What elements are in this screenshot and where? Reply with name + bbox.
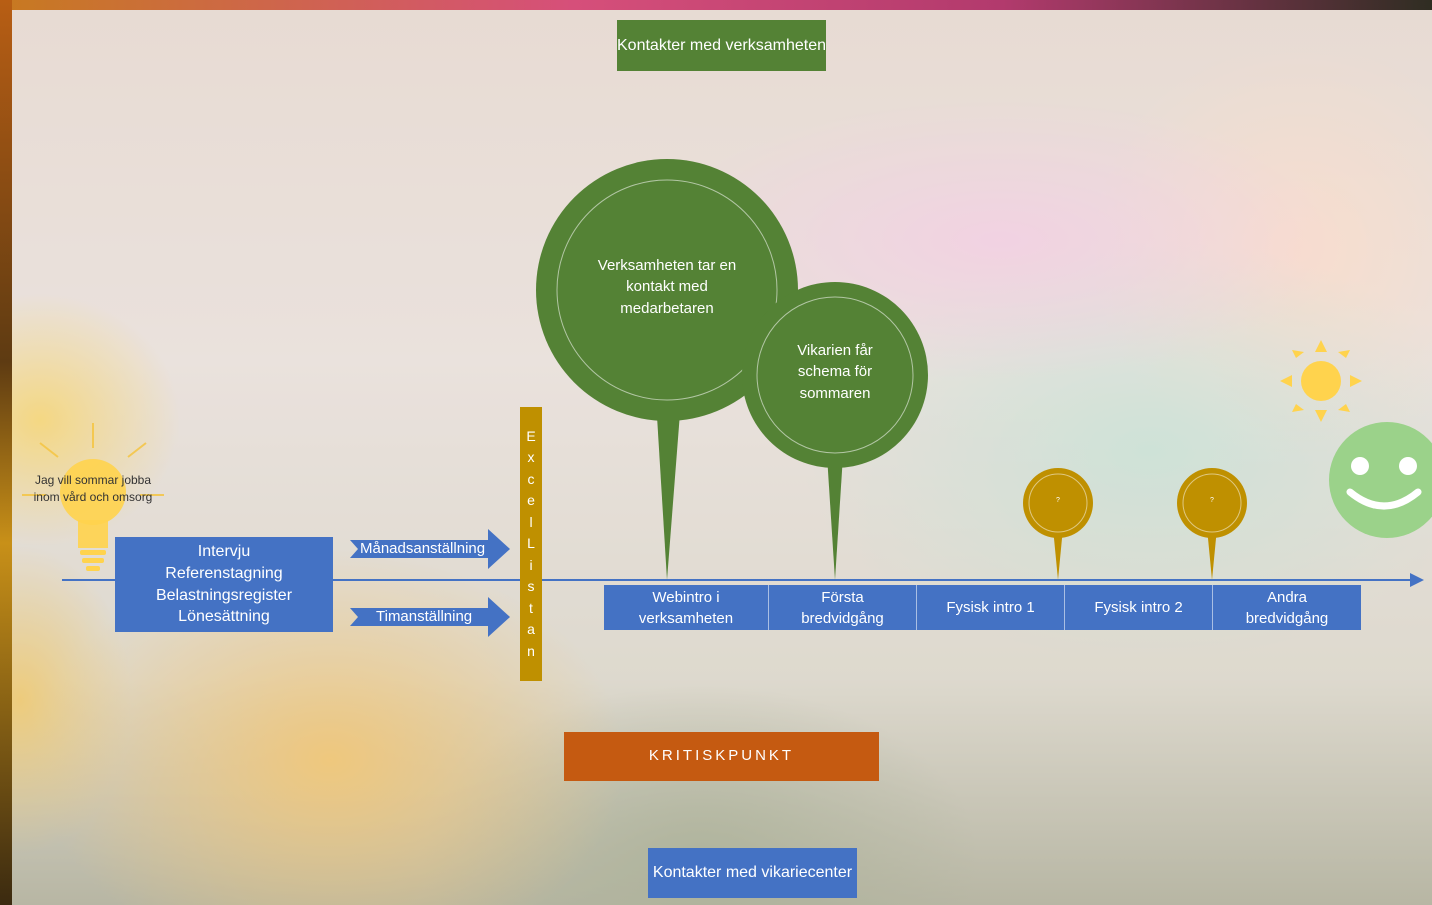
timeline-step-label: Första bredvidgång bbox=[801, 588, 884, 627]
timeline-step-second-shadowing: Andra bredvidgång bbox=[1213, 585, 1361, 630]
pin-1-text: ? bbox=[1056, 497, 1060, 504]
contacts-substitute-center-box: Kontakter med vikariecenter bbox=[648, 848, 857, 898]
interview-line-1: Intervju bbox=[197, 543, 251, 561]
critical-point-label: KRITISKPUNKT bbox=[648, 747, 795, 765]
background-edge-left bbox=[0, 0, 12, 905]
excel-letter: i bbox=[529, 556, 533, 573]
monthly-arrow-label: Månadsanställning bbox=[360, 540, 486, 557]
timeline-step-physical-intro-2: Fysisk intro 2 bbox=[1065, 585, 1213, 630]
excel-letter: l bbox=[529, 513, 533, 530]
excel-letter: t bbox=[529, 599, 533, 616]
pin-marker-2 bbox=[1177, 468, 1247, 580]
interview-line-2: Referenstagning bbox=[165, 564, 283, 582]
interview-box: Intervju Referenstagning Belastningsregi… bbox=[115, 537, 333, 632]
timeline-step-first-shadowing: Första bredvidgång bbox=[769, 585, 917, 630]
critical-point-box: KRITISKPUNKT bbox=[564, 732, 879, 781]
background-edge-top bbox=[0, 0, 1432, 10]
sun-icon bbox=[1280, 340, 1362, 422]
timeline-step-physical-intro-1: Fysisk intro 1 bbox=[917, 585, 1065, 630]
hourly-arrow-label: Timanställning bbox=[376, 608, 473, 625]
timeline-step-webintro: Webintro i verksamheten bbox=[604, 585, 769, 630]
excel-list-bar: E x c e l L i s t a n bbox=[520, 407, 542, 681]
contacts-business-label: Kontakter med verksamheten bbox=[617, 36, 826, 54]
excel-letter: a bbox=[527, 621, 535, 638]
large-speech-bubble bbox=[536, 159, 798, 580]
contacts-substitute-center-label: Kontakter med vikariecenter bbox=[652, 864, 853, 882]
timeline-step-label: Webintro i verksamheten bbox=[638, 588, 734, 627]
excel-letter: L bbox=[527, 535, 535, 552]
medium-speech-bubble bbox=[742, 282, 928, 580]
excel-letter: x bbox=[527, 449, 535, 466]
interview-line-3: Belastningsregister bbox=[155, 586, 293, 604]
hourly-arrow bbox=[350, 597, 510, 637]
timeline-arrowhead bbox=[1410, 573, 1424, 587]
excel-letter: n bbox=[527, 642, 535, 659]
smiley-icon bbox=[1329, 422, 1432, 538]
pin-2-text: ? bbox=[1210, 497, 1214, 504]
timeline-step-label: Fysisk intro 1 bbox=[946, 599, 1035, 616]
timeline-step-label: Andra bredvidgång bbox=[1245, 588, 1329, 627]
excel-letter: s bbox=[527, 578, 535, 595]
lightbulb-icon bbox=[22, 423, 164, 571]
excel-letter: c bbox=[527, 470, 535, 487]
timeline-step-label: Fysisk intro 2 bbox=[1094, 599, 1183, 616]
monthly-arrow bbox=[350, 529, 510, 569]
medium-bubble-text: Vikarien får schema för sommaren bbox=[797, 342, 873, 402]
excel-letter: e bbox=[527, 492, 535, 509]
large-bubble-text: Verksamheten tar en kontakt med medarbet… bbox=[597, 257, 737, 317]
pin-marker-1 bbox=[1023, 468, 1093, 580]
contacts-business-box: Kontakter med verksamheten bbox=[617, 20, 826, 71]
interview-line-4: Lönesättning bbox=[178, 608, 270, 626]
bulb-text: Jag vill sommar jobba inom vård och omso… bbox=[33, 473, 153, 505]
excel-letter: E bbox=[526, 427, 536, 444]
